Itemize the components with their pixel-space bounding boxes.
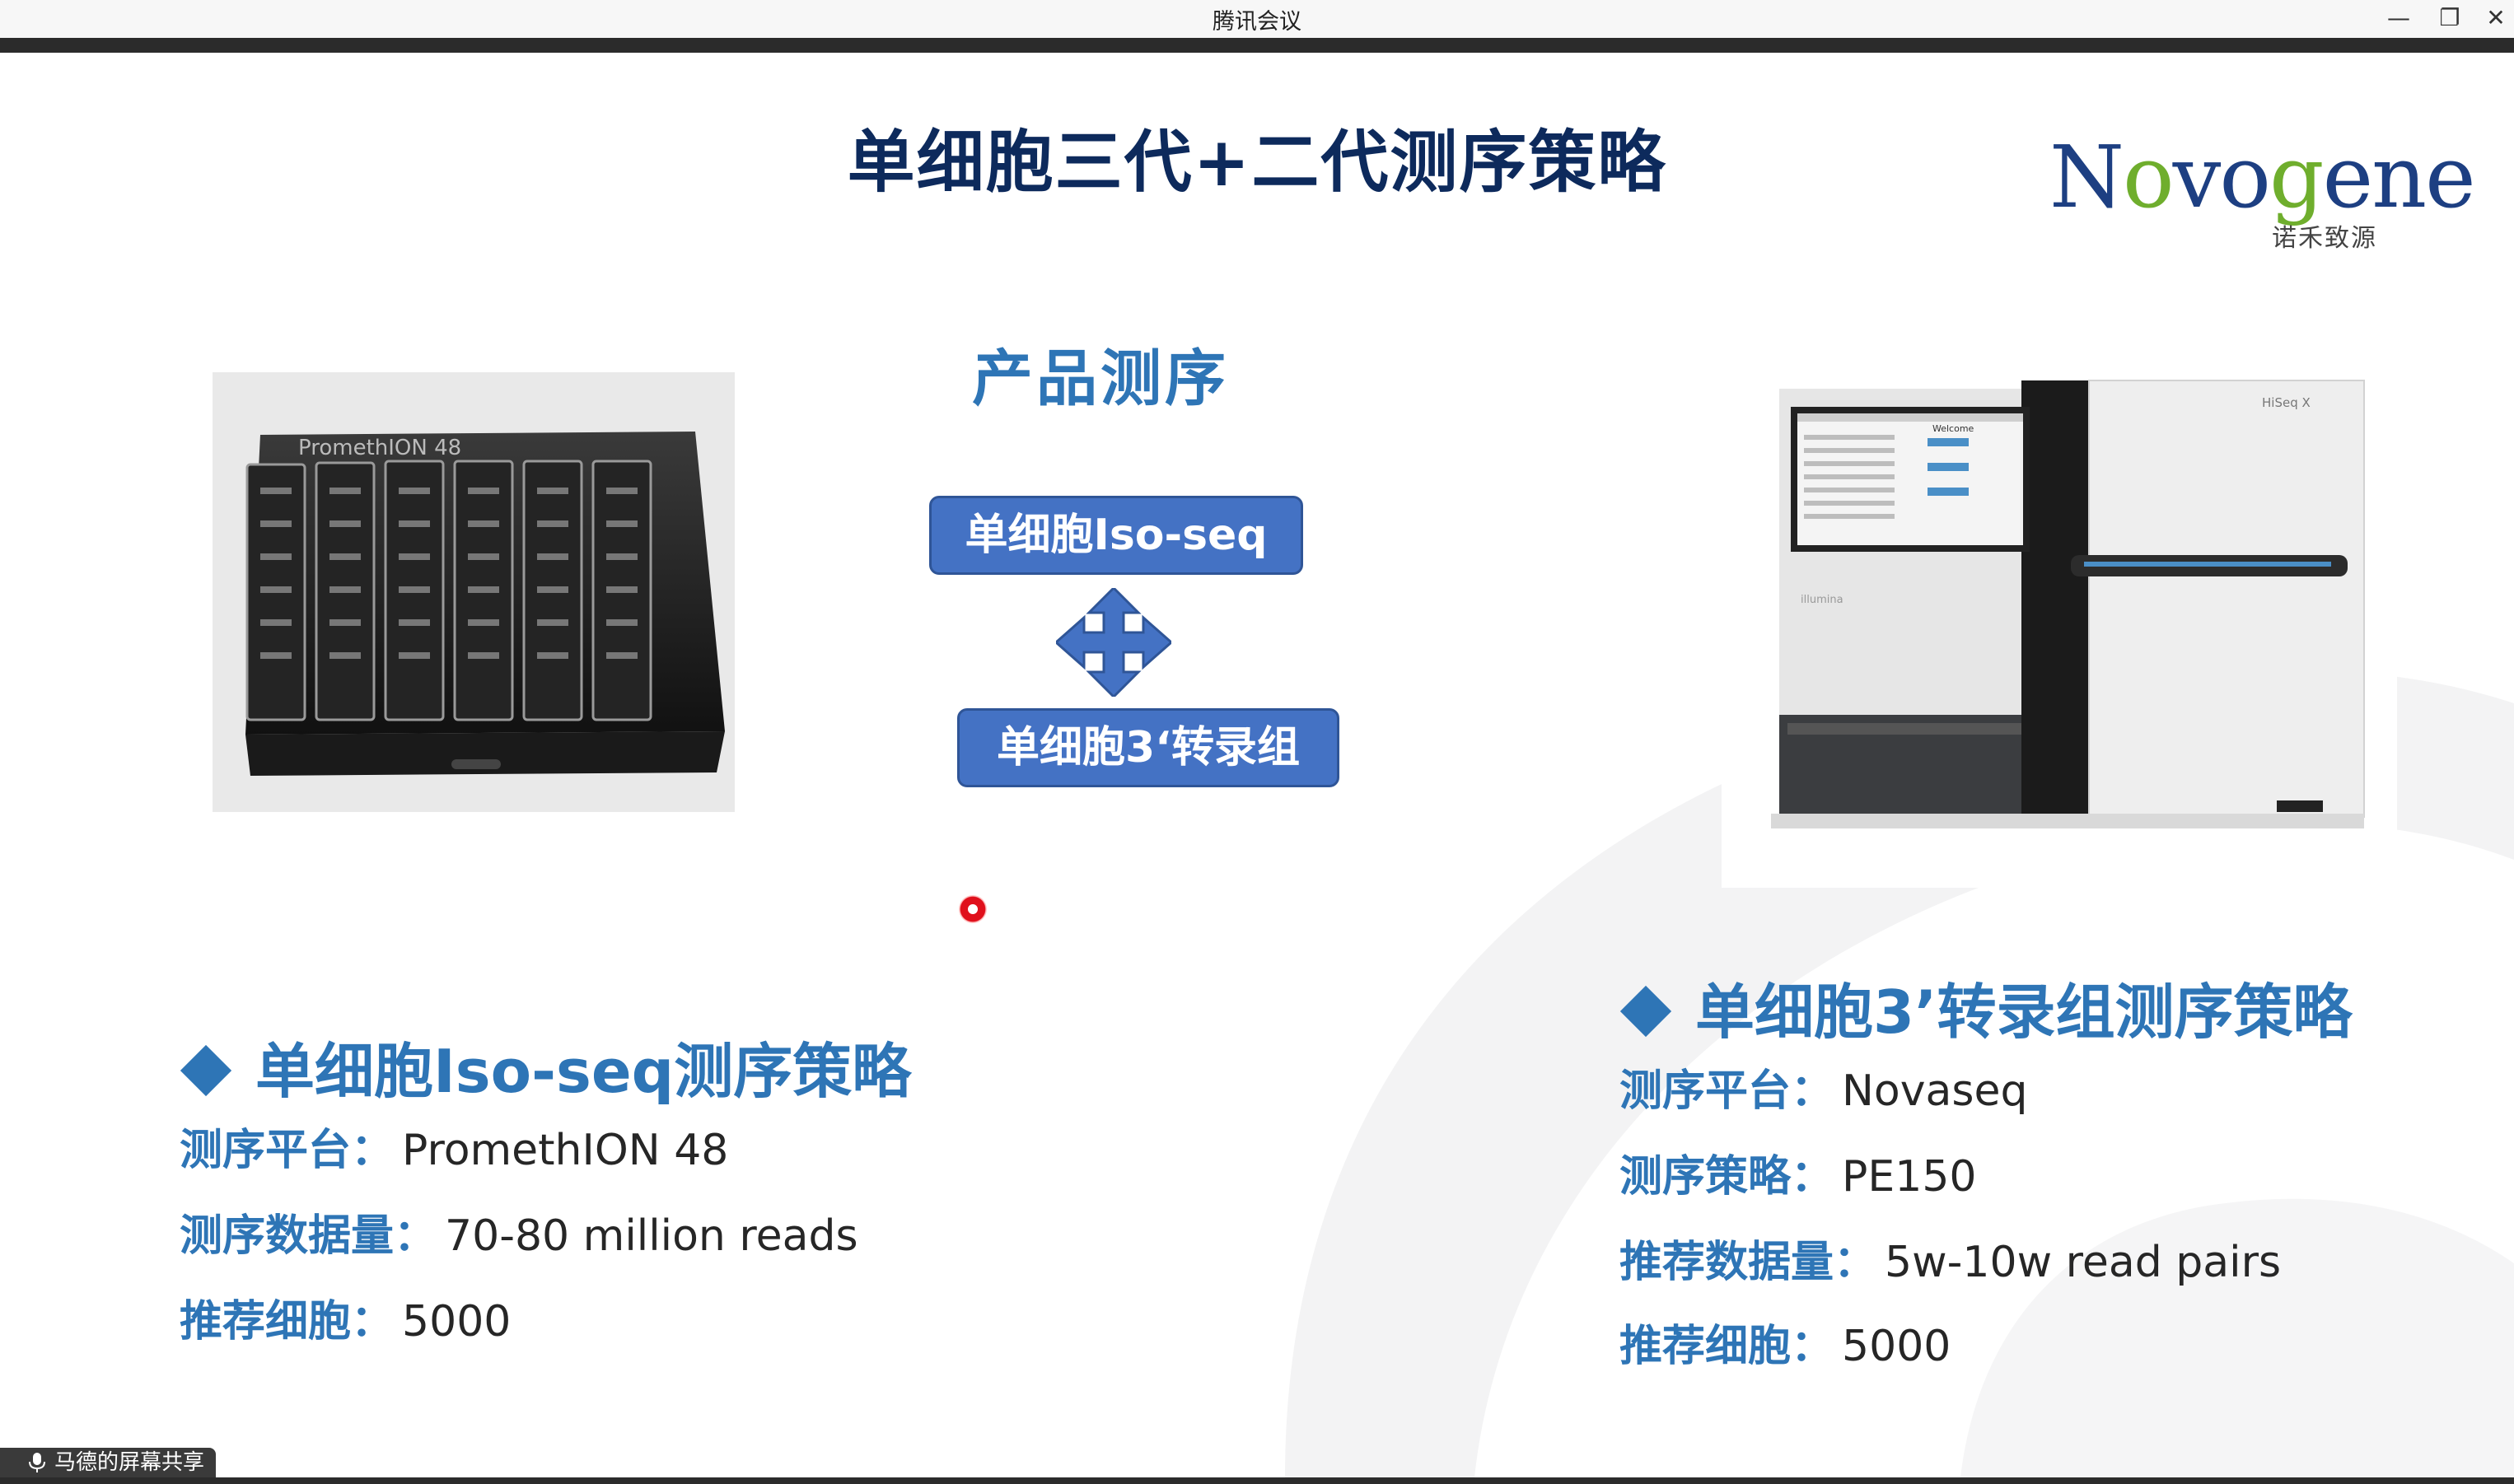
iso-seq-cells-row: 推荐细胞：5000 bbox=[180, 1297, 512, 1346]
three-prime-transcriptome-box[interactable]: 单细胞3‘转录组 bbox=[957, 708, 1339, 787]
iso-seq-box[interactable]: 单细胞Iso-seq bbox=[929, 496, 1303, 575]
iso-seq-platform-row: 测序平台：PromethION 48 bbox=[180, 1126, 729, 1175]
bullet-diamond-icon bbox=[1619, 986, 1672, 1038]
screen-share-indicator[interactable]: 马德的屏幕共享 bbox=[0, 1448, 216, 1477]
hiseq-device-image: Welcome HiSeq X illumina bbox=[1722, 311, 2397, 888]
section-label: 产品测序 bbox=[972, 343, 1229, 414]
three-prime-cells-row: 推荐细胞：5000 bbox=[1619, 1322, 1951, 1371]
close-button[interactable]: ✕ bbox=[2486, 4, 2506, 31]
laser-pointer-icon bbox=[959, 895, 987, 923]
device-model-label: HiSeq X bbox=[2262, 395, 2311, 410]
bottom-bar bbox=[0, 1477, 2514, 1484]
bullet-diamond-icon bbox=[180, 1045, 232, 1097]
logo-subtitle: 诺禾致源 bbox=[2272, 224, 2377, 253]
three-prime-data-volume-row: 推荐数据量：5w-10w read pairs bbox=[1619, 1238, 2282, 1287]
screen-header: Welcome bbox=[1932, 423, 1974, 434]
three-prime-strategy-row: 测序策略：PE150 bbox=[1619, 1152, 1977, 1202]
three-prime-strategy-heading: 单细胞3’转录组测序策略 bbox=[1619, 964, 2352, 1050]
minimize-button[interactable]: — bbox=[2387, 4, 2410, 31]
shared-slide: 单细胞三代+二代测序策略 Novogene 诺禾致源 bbox=[0, 53, 2514, 1477]
novogene-logo: Novogene 诺禾致源 bbox=[2049, 127, 2476, 253]
window-title-bar: 腾讯会议 — ❐ ✕ bbox=[0, 0, 2514, 38]
three-prime-platform-row: 测序平台：Novaseq bbox=[1619, 1066, 2028, 1116]
microphone-icon bbox=[29, 1453, 45, 1472]
slide-title: 单细胞三代+二代测序策略 bbox=[847, 124, 1667, 202]
move-arrows-icon bbox=[1056, 588, 1171, 697]
promethion-device-image: PromethION 48 bbox=[213, 372, 735, 812]
share-label: 马德的屏幕共享 bbox=[54, 1450, 205, 1475]
brand-label: illumina bbox=[1801, 594, 1843, 606]
toolbar-strip bbox=[0, 38, 2514, 53]
restore-button[interactable]: ❐ bbox=[2439, 4, 2460, 31]
iso-seq-data-volume-row: 测序数据量：70-80 million reads bbox=[180, 1211, 858, 1261]
background-watermark bbox=[1285, 669, 2514, 1477]
window-title: 腾讯会议 bbox=[1213, 9, 1301, 35]
iso-seq-strategy-heading: 单细胞Iso-seq测序策略 bbox=[180, 1023, 911, 1109]
device-label: PromethION 48 bbox=[298, 436, 461, 460]
